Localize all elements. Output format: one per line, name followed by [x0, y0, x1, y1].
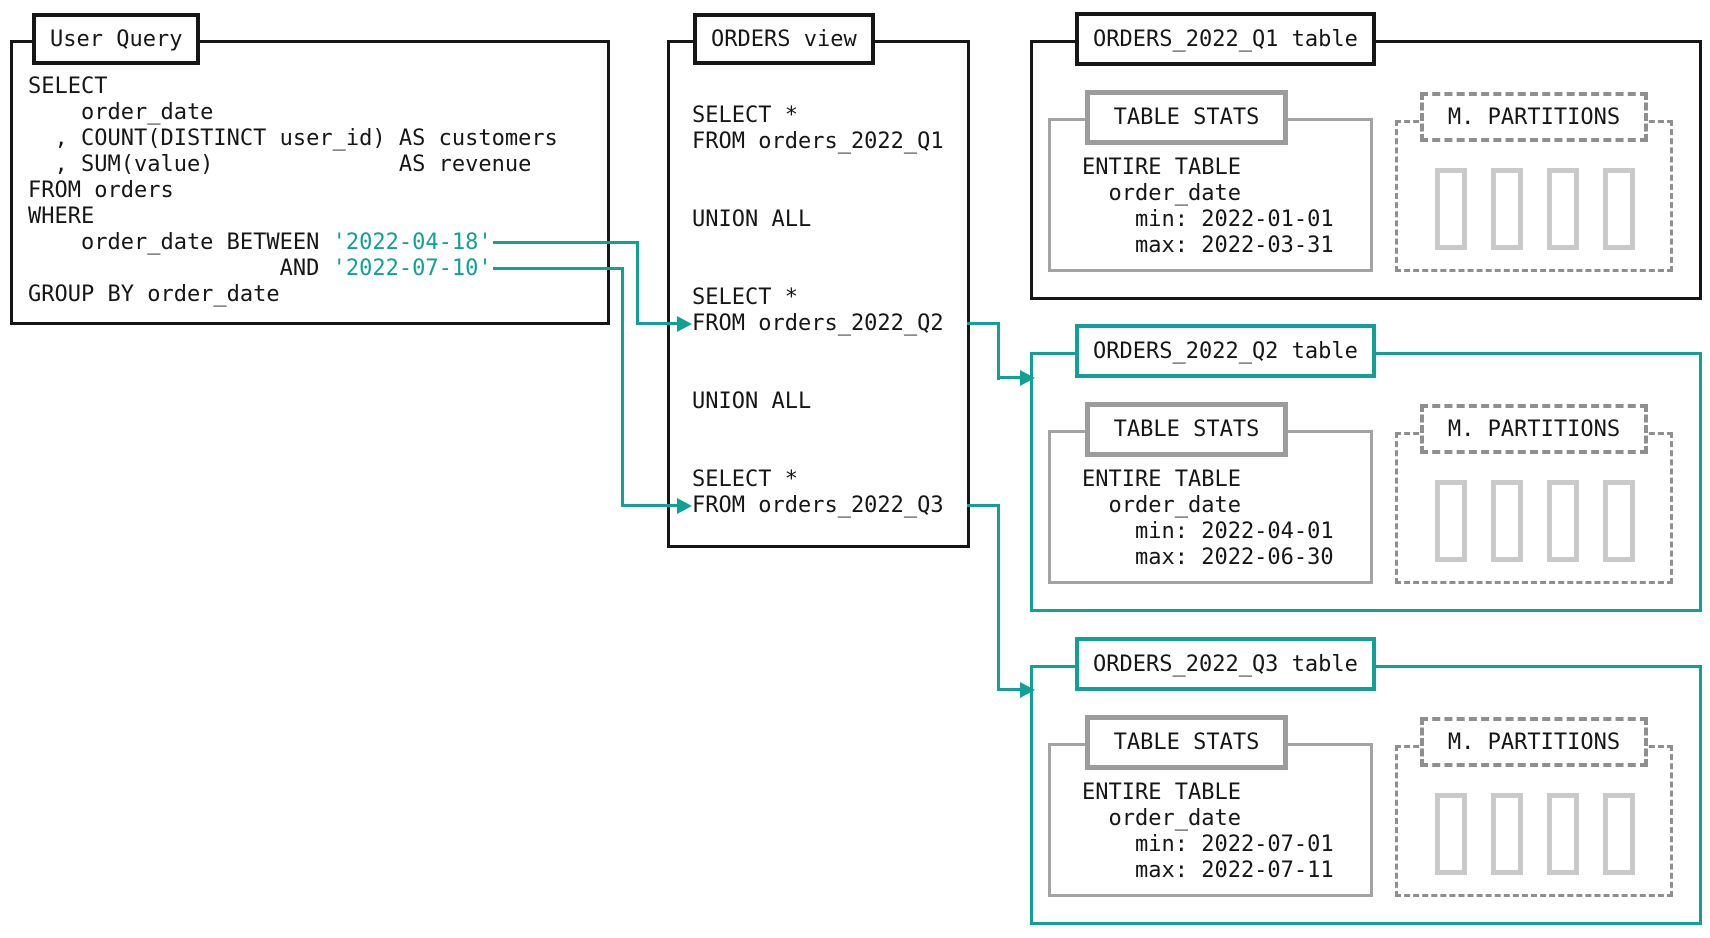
connector-q2-arrowhead: [1020, 370, 1035, 386]
q2-table-stats-rows: ENTIRE TABLE order_date min: 2022-04-01 …: [1082, 467, 1334, 571]
connector-q3-h1: [967, 504, 1000, 507]
q2-title-box: ORDERS_2022_Q2 table: [1075, 324, 1376, 378]
connector-date2-arrowhead: [677, 498, 692, 514]
stats-row: max: 2022-07-11: [1082, 858, 1334, 883]
q1-partitions-title-box: M. PARTITIONS: [1420, 92, 1648, 142]
q2-title: ORDERS_2022_Q2 table: [1093, 338, 1358, 364]
q3-partitions-title-box: M. PARTITIONS: [1420, 717, 1648, 767]
q2-partitions-title: M. PARTITIONS: [1447, 416, 1621, 442]
user-query-and-line: AND '2022-07-10': [28, 256, 492, 282]
orders-view-title-box: ORDERS view: [693, 13, 875, 65]
connector-date2-v: [621, 267, 624, 507]
partition-rect: [1491, 793, 1523, 875]
connector-q3-arrowhead: [1020, 682, 1035, 698]
user-query-container: [10, 40, 610, 325]
q1-table-stats-rows: ENTIRE TABLE order_date min: 2022-01-01 …: [1082, 155, 1334, 259]
q1-title-box: ORDERS_2022_Q1 table: [1075, 12, 1376, 66]
stats-row: ENTIRE TABLE: [1082, 467, 1241, 492]
stats-row: order_date: [1082, 806, 1241, 831]
partition-rect: [1547, 480, 1579, 562]
partition-rect: [1547, 168, 1579, 250]
table-block-q1: ORDERS_2022_Q1 table TABLE STATS ENTIRE …: [1030, 12, 1710, 312]
stats-row: order_date: [1082, 181, 1241, 206]
table-block-q2: ORDERS_2022_Q2 table TABLE STATS ENTIRE …: [1030, 324, 1710, 624]
connector-date2-h2: [621, 504, 678, 507]
stats-row: order_date: [1082, 493, 1241, 518]
partition-rect: [1491, 480, 1523, 562]
q3-partitions-title: M. PARTITIONS: [1447, 729, 1621, 755]
orders-view-sql: SELECT * FROM orders_2022_Q1 UNION ALL S…: [692, 103, 944, 518]
partition-rect: [1603, 480, 1635, 562]
between-date-value: '2022-04-18': [332, 230, 492, 255]
stats-row: min: 2022-04-01: [1082, 519, 1334, 544]
partition-rect: [1547, 793, 1579, 875]
user-query-sql-tail: GROUP BY order_date: [28, 282, 280, 307]
user-query-title-box: User Query: [32, 13, 201, 65]
partition-rect: [1435, 168, 1467, 250]
connector-q2-v: [997, 322, 1000, 380]
q2-table-stats-title: TABLE STATS: [1113, 417, 1260, 442]
table-block-q3: ORDERS_2022_Q3 table TABLE STATS ENTIRE …: [1030, 637, 1710, 937]
q3-title: ORDERS_2022_Q3 table: [1093, 651, 1358, 677]
connector-q3-h2: [997, 688, 1022, 691]
connector-q2-h2: [997, 376, 1022, 379]
connector-q2-h1: [967, 322, 1000, 325]
connector-date1-v: [636, 241, 639, 325]
stats-row: min: 2022-01-01: [1082, 207, 1334, 232]
and-date-value: '2022-07-10': [332, 256, 492, 281]
connector-date1-h2: [636, 322, 678, 325]
stats-row: ENTIRE TABLE: [1082, 780, 1241, 805]
q2-table-stats-title-box: TABLE STATS: [1085, 402, 1288, 457]
partition-rect: [1603, 168, 1635, 250]
user-query-sql-head: SELECT order_date , COUNT(DISTINCT user_…: [28, 74, 558, 229]
user-query-between-line: order_date BETWEEN '2022-04-18': [28, 230, 492, 256]
q3-table-stats-title: TABLE STATS: [1113, 730, 1260, 755]
q3-table-stats-rows: ENTIRE TABLE order_date min: 2022-07-01 …: [1082, 780, 1334, 884]
q1-title: ORDERS_2022_Q1 table: [1093, 26, 1358, 52]
stats-row: max: 2022-03-31: [1082, 233, 1334, 258]
partition-rect: [1435, 480, 1467, 562]
stats-row: min: 2022-07-01: [1082, 832, 1334, 857]
between-prefix: order_date BETWEEN: [28, 230, 333, 255]
stats-row: max: 2022-06-30: [1082, 545, 1334, 570]
connector-date1-h1: [493, 241, 639, 244]
connector-q3-v: [997, 504, 1000, 691]
partition-rect: [1435, 793, 1467, 875]
q1-table-stats-title-box: TABLE STATS: [1085, 90, 1288, 145]
q3-table-stats-title-box: TABLE STATS: [1085, 715, 1288, 770]
connector-date2-h1: [493, 267, 624, 270]
and-prefix: AND: [28, 256, 333, 281]
q3-title-box: ORDERS_2022_Q3 table: [1075, 637, 1376, 691]
q1-partitions-title: M. PARTITIONS: [1447, 104, 1621, 130]
stats-row: ENTIRE TABLE: [1082, 155, 1241, 180]
connector-date1-arrowhead: [677, 316, 692, 332]
orders-view-title: ORDERS view: [711, 26, 857, 52]
q1-table-stats-title: TABLE STATS: [1113, 105, 1260, 130]
partition-rect: [1603, 793, 1635, 875]
q2-partitions-title-box: M. PARTITIONS: [1420, 404, 1648, 454]
user-query-title: User Query: [50, 26, 183, 52]
partition-rect: [1491, 168, 1523, 250]
